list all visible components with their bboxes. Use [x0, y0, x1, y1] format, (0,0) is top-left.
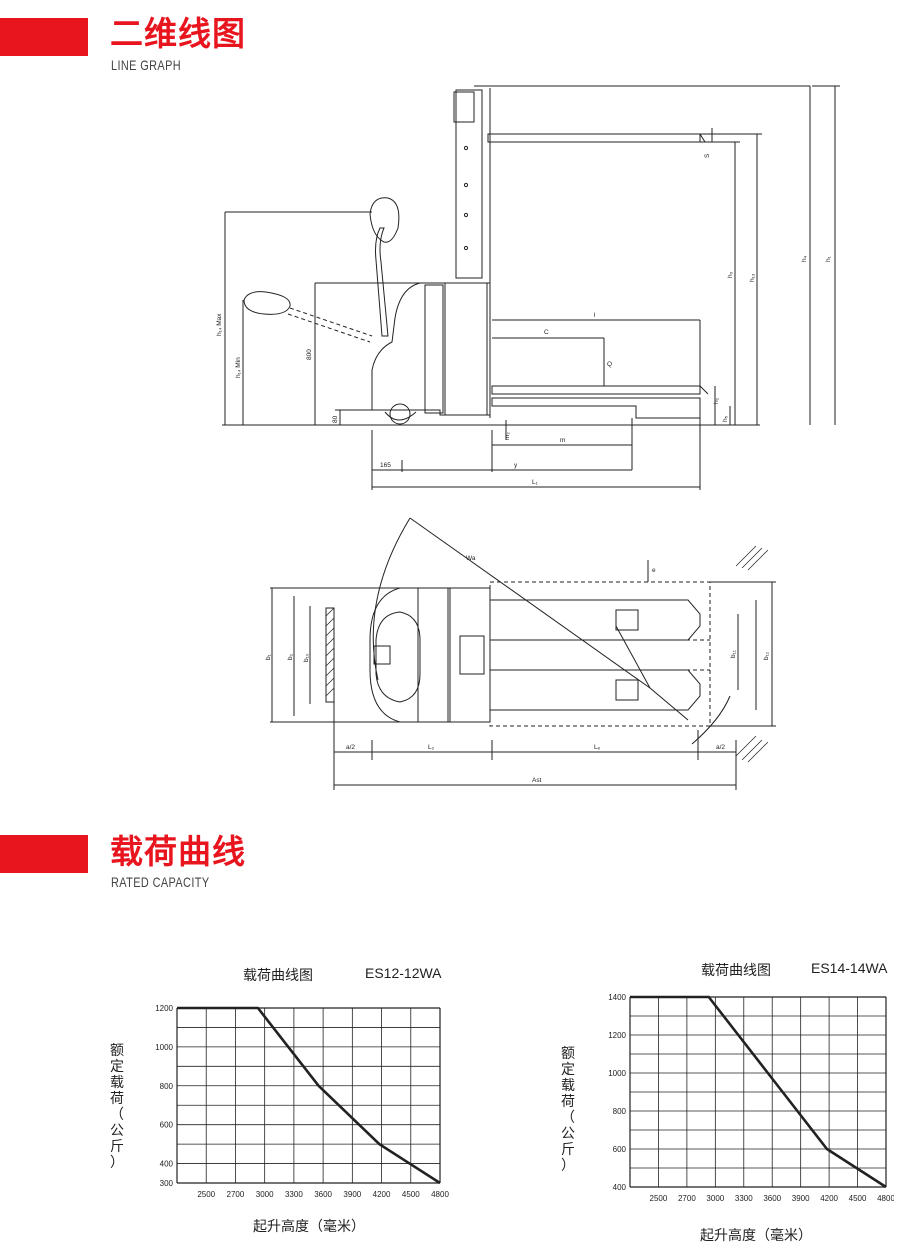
- label-h3: h₃: [727, 271, 734, 278]
- label-y: y: [514, 462, 518, 469]
- chart2-ytick-label: 1000: [608, 1069, 626, 1078]
- chart1-xtick-label: 4200: [373, 1190, 391, 1199]
- label-ast: Ast: [532, 777, 542, 784]
- section-subtitle-line-graph: LINE GRAPH: [111, 57, 182, 73]
- chart2-xtick-label: 4500: [849, 1194, 867, 1203]
- chart1-ylabel: 额定载荷（公斤）: [110, 1042, 124, 1170]
- chart1-xtick-label: 3300: [285, 1190, 303, 1199]
- chart2-ytick-label: 400: [613, 1183, 627, 1192]
- label-b2: b₂: [287, 653, 294, 660]
- section-title-line-graph: 二维线图: [110, 14, 246, 53]
- chart2-xtick-label: 3000: [706, 1194, 724, 1203]
- chart2-xtick-label: 2500: [650, 1194, 668, 1203]
- chart2-xtick-label: 4800: [877, 1194, 894, 1203]
- chart2-xtick-label: 3300: [735, 1194, 753, 1203]
- label-b11: b₁₁: [730, 649, 737, 658]
- chart2-ytick-label: 600: [613, 1145, 627, 1154]
- section-accent-bar: [0, 18, 88, 56]
- section-accent-bar: [0, 835, 88, 873]
- chart1-xtick-label: 2700: [227, 1190, 245, 1199]
- label-h2: h₂: [713, 397, 720, 404]
- label-80: 80: [332, 415, 339, 423]
- label-l1: L₁: [532, 479, 539, 486]
- label-h14-min: h₁₄ Min: [235, 357, 242, 378]
- chart1-xtick-label: 4500: [402, 1190, 420, 1199]
- chart2-ytick-label: 1400: [608, 993, 626, 1002]
- chart1-ytick-label: 400: [160, 1160, 174, 1169]
- label-l: l: [594, 312, 596, 319]
- chart1-model: ES12-12WA: [365, 965, 442, 981]
- chart1-xlabel: 起升高度（毫米）: [253, 1218, 365, 1234]
- label-e: e: [652, 567, 656, 574]
- chart1-xtick-label: 2500: [197, 1190, 215, 1199]
- label-m: m: [560, 437, 565, 444]
- label-c: C: [544, 329, 549, 336]
- section-subtitle-rated-capacity: RATED CAPACITY: [111, 874, 210, 890]
- label-h13: h₁₃: [749, 273, 756, 282]
- chart1-xtick-label: 4800: [431, 1190, 449, 1199]
- chart2-ylabel: 额定载荷（公斤）: [561, 1045, 575, 1173]
- label-m2: m₂: [504, 432, 511, 440]
- chart1-ytick-label: 300: [160, 1179, 174, 1188]
- chart1-plot: 2500 2700 3000 3300 3600 3900 4200 4500 4800 1200…: [155, 1004, 449, 1199]
- label-h5: h₅: [722, 415, 729, 422]
- chart2-title: 载荷曲线图: [701, 962, 771, 978]
- label-b10: b₁₀: [303, 653, 310, 662]
- chart1-title: 载荷曲线图: [243, 967, 313, 983]
- chart2-series-line: [630, 995, 887, 1189]
- label-h1: h₁: [825, 255, 832, 262]
- label-b12: b₁₂: [763, 651, 770, 660]
- section-title-rated-capacity: 载荷曲线: [110, 832, 246, 871]
- chart2-plot: 2500 2700 3000 3300 3600 3900 4200 4500 4800 1400…: [608, 993, 894, 1203]
- label-a2-left: a/2: [346, 744, 355, 751]
- chart1-series-line: [177, 1006, 441, 1185]
- chart2-xtick-label: 4200: [820, 1194, 838, 1203]
- label-b1: b₁: [265, 653, 272, 660]
- chart2-ytick-label: 800: [613, 1107, 627, 1116]
- label-wa: Wa: [466, 555, 476, 562]
- top-view-drawing: Wa e b₁ b₂ b₁₀ b₁₁ b₁₂ a/2 L₂ Lₑ a/2 Ast: [265, 517, 776, 790]
- chart1-ytick-label: 600: [160, 1121, 174, 1130]
- label-a2-right: a/2: [716, 744, 725, 751]
- label-le: Lₑ: [594, 744, 601, 751]
- chart2-xlabel: 起升高度（毫米）: [700, 1227, 812, 1243]
- chart2-model: ES14-14WA: [811, 960, 888, 976]
- chart1-ytick-label: 1200: [155, 1004, 173, 1013]
- chart2-xtick-label: 2700: [678, 1194, 696, 1203]
- label-l2: L₂: [428, 744, 435, 751]
- label-165: 165: [380, 462, 391, 469]
- chart1-ytick-label: 1000: [155, 1043, 173, 1052]
- chart1-xtick-label: 3900: [343, 1190, 361, 1199]
- label-h14-max: h₁₄ Max: [216, 313, 223, 336]
- label-q: Q: [607, 361, 612, 368]
- chart1-xtick-label: 3000: [256, 1190, 274, 1199]
- chart2-xtick-label: 3900: [792, 1194, 810, 1203]
- chart2-xtick-label: 3600: [763, 1194, 781, 1203]
- chart1-xtick-label: 3600: [314, 1190, 332, 1199]
- chart1-ytick-label: 800: [160, 1082, 174, 1091]
- label-h4: h₄: [801, 255, 808, 262]
- label-800: 800: [306, 349, 313, 360]
- label-s: S: [704, 153, 711, 158]
- side-view-drawing: h₁₄ Max h₁₄ Min 800 80 l C Q S h₃ h₁₃ h₄…: [216, 85, 840, 490]
- chart2-ytick-label: 1200: [608, 1031, 626, 1040]
